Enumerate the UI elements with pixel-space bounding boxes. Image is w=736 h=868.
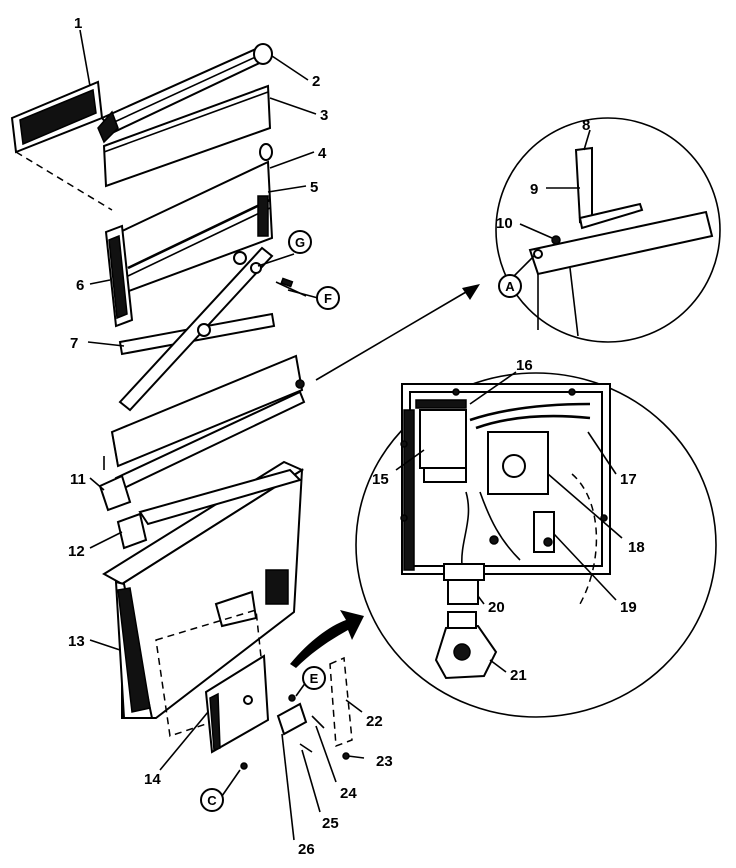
callout-3: 3 [320,107,328,124]
part-14-cover [155,609,270,770]
part-12-bracket [116,512,148,550]
part-22-26-fasteners [276,656,353,760]
callout-4: 4 [318,145,327,162]
callout-5: 5 [310,179,318,196]
callout-16: 16 [516,357,533,374]
circled-ref-C-label: C [207,793,217,808]
part-13-housing [102,460,305,719]
part-1-grille [10,80,113,211]
callout-8: 8 [582,117,590,134]
leader-lines [79,29,623,841]
callout-11: 11 [70,471,86,488]
circled-ref-F-label: F [324,291,332,306]
detail-circle-top [495,117,721,343]
arrow-to-detail-bottom [290,610,364,668]
callout-24: 24 [340,785,357,802]
circled-ref-C: C [200,788,224,812]
circled-ref-F: F [316,286,340,310]
callout-12: 12 [68,543,85,560]
circled-ref-A: A [498,274,522,298]
circled-ref-G: G [288,230,312,254]
callout-21: 21 [510,667,527,684]
part-6-side-bracket [104,224,134,328]
callout-15: 15 [372,471,389,488]
callout-2: 2 [312,73,320,90]
callout-6: 6 [76,277,84,294]
callout-17: 17 [620,471,637,488]
callout-numbers: 1 2 3 4 5 6 7 8 9 10 11 12 13 14 15 16 1… [68,15,645,858]
callout-20: 20 [488,599,505,616]
circled-ref-E: E [302,666,326,690]
callout-9: 9 [530,181,538,198]
callout-18: 18 [628,539,645,556]
callout-25: 25 [322,815,339,832]
circled-ref-G-label: G [295,235,305,250]
callout-19: 19 [620,599,637,616]
callout-14: 14 [144,771,161,788]
part-7-braces [118,246,307,412]
callout-22: 22 [366,713,383,730]
callout-7: 7 [70,335,78,352]
circled-ref-E-label: E [310,671,319,686]
detail-circle-bottom [355,372,717,718]
callout-10: 10 [496,215,513,232]
callout-23: 23 [376,753,393,770]
part-2-top-rail [97,43,273,144]
part-11-main-frame [98,354,306,512]
part-4-5-frame [118,143,274,294]
arrow-to-detail-top [315,284,480,381]
callout-1: 1 [74,15,82,32]
circled-ref-A-label: A [505,279,515,294]
callout-26: 26 [298,841,315,858]
callout-13: 13 [68,633,85,650]
part-3-top-panel [102,84,272,188]
